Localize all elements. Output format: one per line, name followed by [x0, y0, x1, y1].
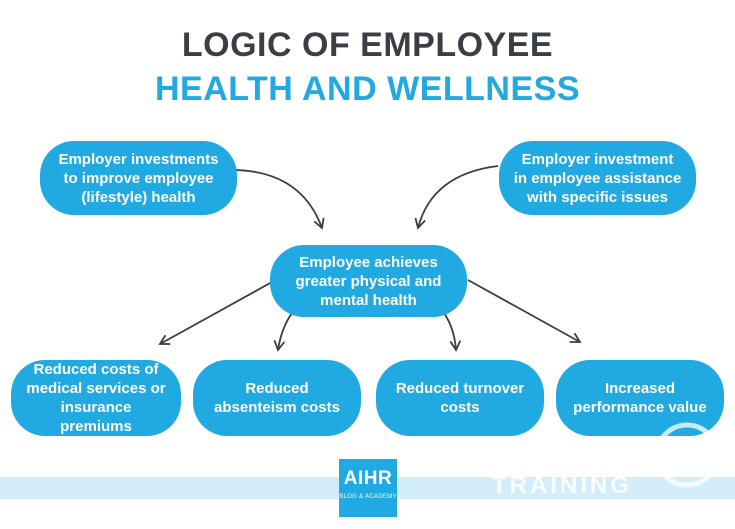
arrow-center-to-outcome-1 — [158, 281, 273, 345]
node-outcome-turnover: Reduced turnover costs — [376, 360, 544, 436]
node-input-right: Employer investment in employee assistan… — [499, 141, 696, 215]
watermark-text: TRAINING — [492, 472, 632, 499]
title-line-2: HEALTH AND WELLNESS — [154, 70, 581, 108]
node-outcome-absenteism: Reduced absenteism costs — [193, 360, 361, 436]
aihr-logo: AIHR BLOG & ACADEMY — [339, 459, 397, 517]
arrow-left-input-to-center — [225, 169, 325, 230]
node-center: Employee achieves greater physical and m… — [270, 245, 467, 317]
node-outcome-performance: Increased performance value — [556, 360, 724, 436]
node-outcome-medical-costs: Reduced costs of medical services or ins… — [11, 360, 181, 436]
watermark-emblem-icon — [654, 422, 720, 488]
logo-tagline: BLOG & ACADEMY — [339, 494, 397, 500]
node-input-left: Employer investments to improve employee… — [40, 141, 237, 215]
title-line-1: LOGIC OF EMPLOYEE — [181, 26, 554, 64]
arrow-right-input-to-center — [414, 165, 499, 230]
logo-name: AIHR — [343, 468, 393, 489]
arrow-center-to-outcome-4 — [467, 279, 582, 343]
